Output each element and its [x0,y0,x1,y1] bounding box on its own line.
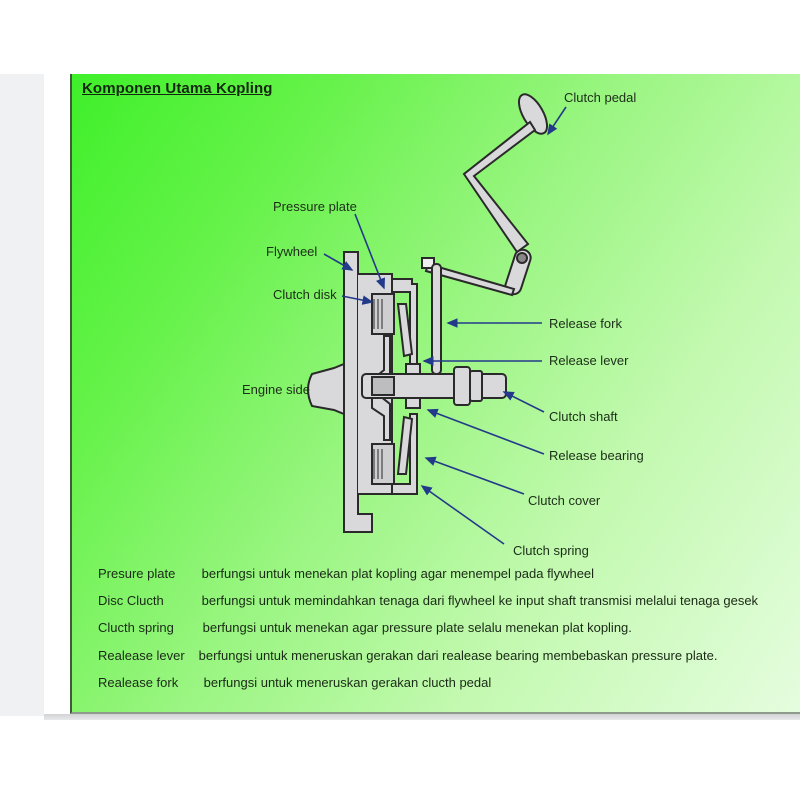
arrow-clutch-pedal [547,106,567,136]
description-text: berfungsi untuk meneruskan gerakan dari … [198,648,718,663]
description-term: Disc Clucth [98,593,164,608]
label-release-fork: Release fork [549,316,622,331]
description-text: berfungsi untuk menekan plat kopling aga… [201,566,595,581]
clutch-diagram [307,93,567,545]
description-text: berfungsi untuk memindahkan tenaga dari … [201,593,759,608]
description-term: Realease lever [98,648,185,663]
slide-shadow [44,714,800,720]
label-clutch-pedal: Clutch pedal [564,90,637,105]
left-gutter [0,74,44,716]
description-row: Presure plate berfungsi untuk menekan pl… [98,566,594,581]
description-text: berfungsi untuk meneruskan gerakan cluct… [203,675,492,690]
description-text: berfungsi untuk menekan agar pressure pl… [202,620,632,635]
label-flywheel: Flywheel [266,244,318,259]
release-bearing-part [405,363,421,375]
description-term: Presure plate [98,566,176,581]
release-fork-part [431,263,442,375]
arrow-flywheel [323,253,354,271]
label-clutch-spring: Clutch spring [513,543,589,558]
arrow-clutch-cover [424,456,525,495]
clutch-pedal-part [421,93,548,297]
label-clutch-shaft: Clutch shaft [549,409,618,424]
description-term: Clucth spring [98,620,174,635]
label-clutch-cover: Clutch cover [528,493,601,508]
label-engine-side: Engine side [242,382,310,397]
label-pressure-plate: Pressure plate [273,199,357,214]
description-row: Realease lever berfungsi untuk meneruska… [98,648,718,663]
engine-crank-part [307,362,345,416]
label-clutch-disk: Clutch disk [273,287,337,302]
label-release-lever: Release lever [549,353,629,368]
arrow-clutch-spring [420,485,505,545]
description-row: Realease fork berfungsi untuk meneruskan… [98,675,491,690]
release-lever-part [396,303,414,358]
arrow-clutch-disk [341,295,374,305]
arrow-release-bearing [426,408,545,455]
arrow-clutch-shaft [502,391,545,413]
description-row: Disc Clucth berfungsi untuk memindahkan … [98,593,758,608]
description-term: Realease fork [98,675,179,690]
arrow-pressure-plate [354,213,385,290]
label-release-bearing: Release bearing [549,448,644,463]
slide-title: Komponen Utama Kopling [82,80,273,97]
slide: Komponen Utama Kopling [70,74,800,714]
description-row: Clucth spring berfungsi untuk menekan ag… [98,620,632,635]
